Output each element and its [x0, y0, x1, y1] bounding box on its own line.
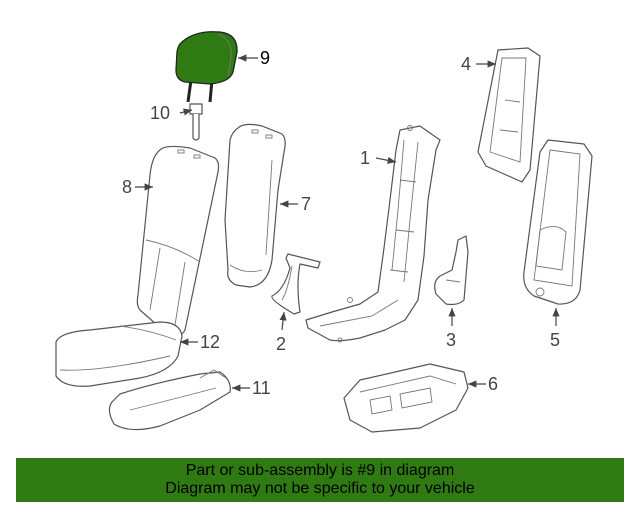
- callout-11: 11: [252, 378, 271, 398]
- info-banner: Part or sub-assembly is #9 in diagram Di…: [16, 458, 624, 502]
- callout-6: 6: [488, 374, 498, 394]
- bracket-part-2[interactable]: [271, 253, 321, 315]
- callout-7: 7: [301, 194, 311, 214]
- parts-diagram: 9 10 8 7 2: [55, 31, 593, 433]
- side-panel-part-5[interactable]: [523, 139, 593, 305]
- back-board-part-4[interactable]: [477, 47, 541, 183]
- seat-cushion-part-12[interactable]: [55, 321, 183, 387]
- seatback-cushion-part-8[interactable]: [136, 145, 220, 337]
- callout-1: 1: [360, 148, 370, 168]
- seatback-frame-part-1[interactable]: [305, 125, 441, 343]
- hinge-cover-part-3[interactable]: [434, 235, 469, 306]
- callout-3: 3: [446, 330, 456, 350]
- guide-part-10[interactable]: [189, 103, 203, 141]
- banner-line-1: Part or sub-assembly is #9 in diagram: [185, 462, 455, 479]
- seatback-pad-part-7[interactable]: [224, 123, 286, 288]
- tray-part-6[interactable]: [343, 363, 469, 433]
- callout-10: 10: [150, 103, 170, 123]
- callout-5: 5: [550, 330, 560, 350]
- banner-line-2: Diagram may not be specific to your vehi…: [165, 480, 475, 497]
- seat-cushion-pad-part-11[interactable]: [108, 369, 231, 431]
- callout-12: 12: [200, 332, 220, 352]
- callout-9: 9: [260, 48, 270, 68]
- headrest-part-9[interactable]: [175, 31, 238, 103]
- callout-8: 8: [122, 177, 132, 197]
- callout-4: 4: [461, 54, 471, 74]
- callout-2: 2: [276, 334, 286, 354]
